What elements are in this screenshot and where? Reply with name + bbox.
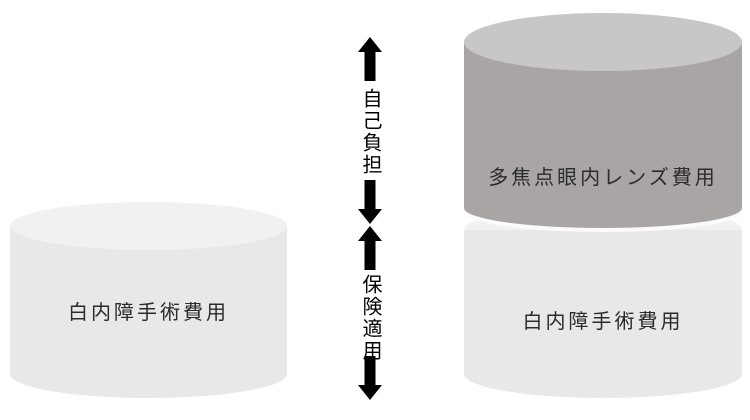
self-pay-label: 自己負担: [359, 88, 381, 176]
up-arrow-icon: [358, 37, 382, 81]
left-cylinder-label: 白内障手術費用: [68, 302, 229, 324]
right-bottom-segment-body: [464, 230, 742, 398]
up-arrow-shape: [358, 37, 382, 81]
down-arrow-shape: [358, 356, 382, 400]
down-arrow-icon: [358, 356, 382, 400]
left-cylinder-body: [10, 226, 287, 398]
left-cylinder: 白内障手術費用: [10, 202, 287, 398]
right-top-segment-top-ellipse: [464, 13, 742, 71]
right-top-segment: 多焦点眼内レンズ費用: [464, 13, 742, 228]
up-arrow-shape: [358, 226, 382, 270]
right-top-segment-label: 多焦点眼内レンズ費用: [488, 167, 718, 189]
up-arrow-icon: [358, 226, 382, 270]
down-arrow-shape: [358, 180, 382, 224]
insurance-covered-label: 保険適用: [359, 274, 381, 362]
right-stacked-cylinder: 白内障手術費用 多焦点眼内レンズ費用: [464, 13, 742, 398]
down-arrow-icon: [358, 180, 382, 224]
right-bottom-segment-label: 白内障手術費用: [522, 311, 684, 333]
right-bottom-segment: 白内障手術費用: [464, 206, 742, 398]
left-cylinder-top-ellipse: [10, 202, 287, 250]
right-top-segment-body: [464, 42, 742, 228]
